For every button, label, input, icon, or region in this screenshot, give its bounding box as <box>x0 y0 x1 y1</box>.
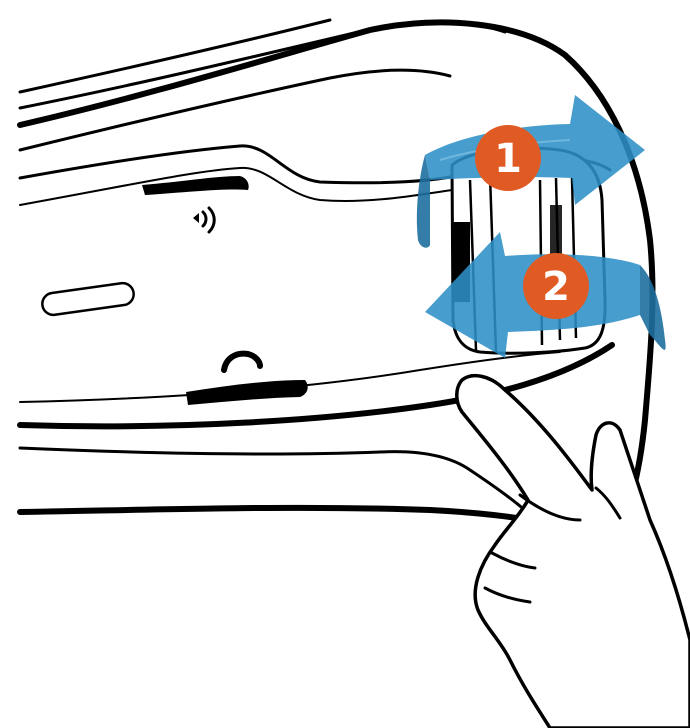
step-1-label: 1 <box>494 136 522 182</box>
bottom-side-button <box>186 380 308 405</box>
speaker-volume-icon <box>193 208 214 232</box>
handset-icon <box>224 354 260 370</box>
display-slot <box>41 282 135 317</box>
pointing-finger-icon <box>457 376 690 728</box>
step-2-label: 2 <box>542 264 570 310</box>
step-2-badge: 2 <box>523 253 589 319</box>
step-1-badge: 1 <box>475 125 541 191</box>
base-outline <box>20 508 530 520</box>
